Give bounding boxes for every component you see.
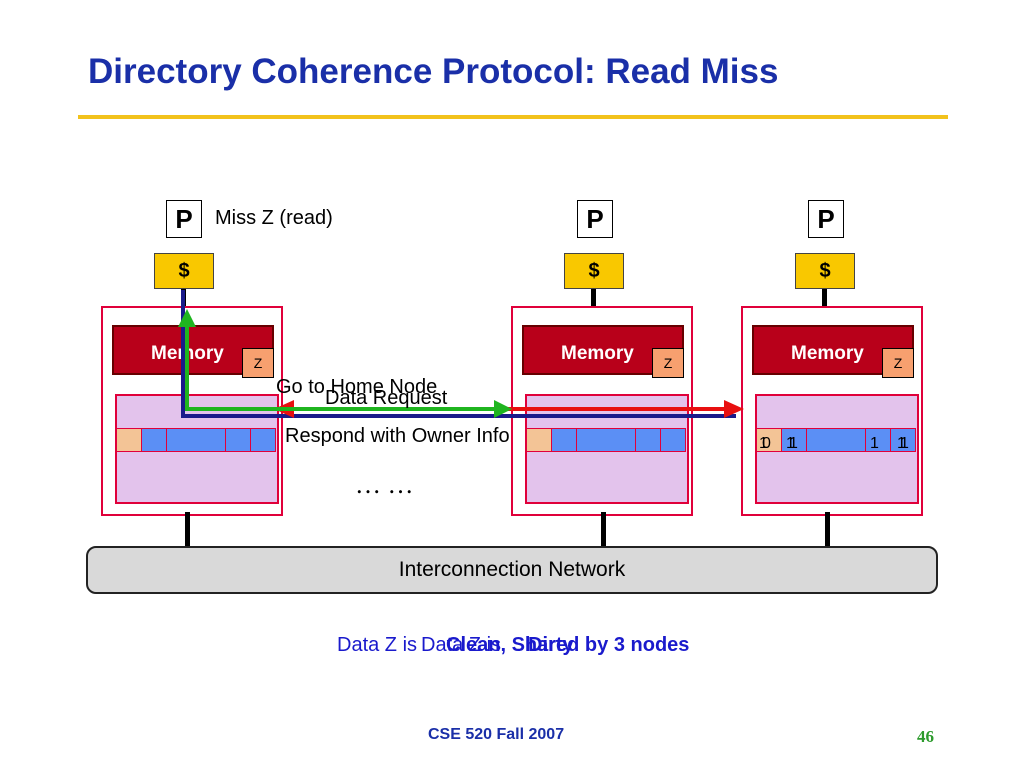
dir-bit-3-old: 1: [897, 435, 906, 452]
footer-course: CSE 520 Fall 2007: [428, 726, 565, 743]
processor-1: P: [166, 200, 202, 238]
go-home-head-up: [178, 309, 196, 327]
cache-2: $: [564, 253, 624, 289]
go-home-arrow: [185, 323, 500, 411]
dir-bit-new: 0: [762, 435, 771, 452]
miss-label: Miss Z (read): [215, 207, 333, 229]
network-link-2: [601, 512, 606, 546]
dir-entry: [141, 428, 167, 452]
processor-3: P: [808, 200, 844, 238]
memory-label-3: Memory: [791, 343, 864, 364]
go-home-head-right: [494, 400, 512, 418]
data-request-head-right: [724, 400, 744, 418]
dir-bit-old: 1: [759, 435, 768, 452]
dir-entry: [250, 428, 276, 452]
cache-link-2: [591, 289, 596, 307]
respond-arrow: [181, 290, 736, 418]
network-link-3: [825, 512, 830, 546]
dir-entry: [166, 428, 226, 452]
network-link-1: [185, 512, 190, 546]
status-dirty: Dirty: [528, 634, 574, 656]
dir-bit-2: 1: [870, 435, 879, 452]
dir-entry: [526, 428, 552, 452]
respond-owner-label: Respond with Owner Info: [285, 425, 510, 447]
memory-block-z-1: Z: [242, 348, 274, 378]
title-underline: [78, 115, 948, 119]
memory-1: Memory Z: [112, 325, 274, 378]
memory-2: Memory Z: [522, 325, 684, 378]
node-3: Memory Z: [741, 306, 923, 516]
dir-bit-3: 1: [900, 435, 909, 452]
dir-entry: [890, 428, 916, 452]
dir-entry: [806, 428, 866, 452]
status-prefix-2: Data Z is: [421, 634, 502, 656]
ellipsis: … …: [355, 470, 414, 499]
slide-title: Directory Coherence Protocol: Read Miss: [88, 52, 779, 91]
dir-entry: [576, 428, 636, 452]
memory-block-z-2: Z: [652, 348, 684, 378]
memory-block-z-3: Z: [882, 348, 914, 378]
go-home-label: Go to Home Node: [276, 376, 438, 398]
dir-bit-1-old: 1: [786, 435, 795, 452]
status-prefix-1: Data Z is: [337, 634, 417, 657]
cache-1: $: [154, 253, 214, 289]
page-number: 46: [917, 727, 934, 746]
processor-2: P: [577, 200, 613, 238]
status-prefix-text: Data Z is: [337, 634, 418, 656]
memory-3: Memory Z: [752, 325, 914, 378]
dir-bit-1: 1: [789, 435, 798, 452]
data-request-label: Data Request: [325, 387, 448, 409]
dir-entry: [660, 428, 686, 452]
cache-3: $: [795, 253, 855, 289]
interconnection-network: Interconnection Network: [86, 546, 938, 594]
cache-link-3: [822, 289, 827, 307]
memory-label-2: Memory: [561, 343, 634, 364]
status-clean: Clean, Shared by 3 nodes: [446, 634, 690, 656]
